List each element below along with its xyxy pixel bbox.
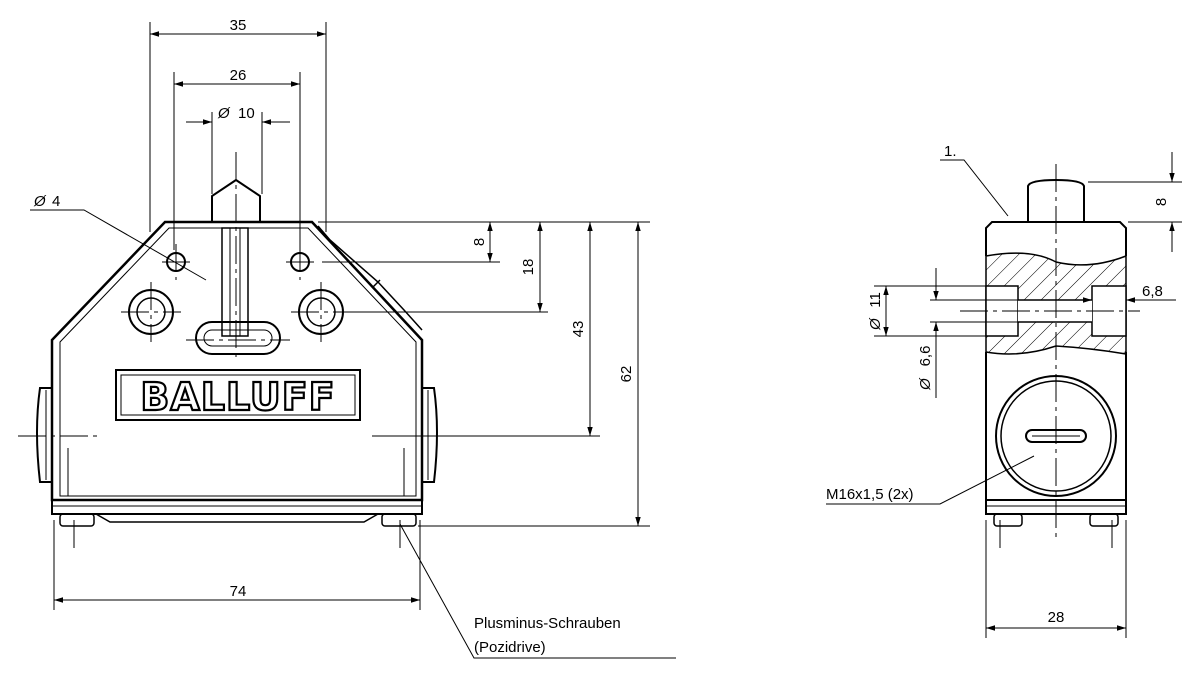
callout-1: 1. xyxy=(944,143,957,160)
balluff-logo: BALLUFF xyxy=(115,369,361,421)
side-dim-28: 28 xyxy=(1048,609,1065,626)
dim-dia10: 10 xyxy=(238,105,255,122)
housing-inner-outline xyxy=(59,227,417,497)
dim-18: 18 xyxy=(520,259,537,276)
dim-dia10-symbol: Ø xyxy=(217,105,231,122)
dim-74: 74 xyxy=(230,583,247,600)
side-dim-dia66-symbol: Ø xyxy=(917,377,934,391)
front-centerlines xyxy=(18,152,456,548)
dim-35: 35 xyxy=(230,17,247,34)
dim-62: 62 xyxy=(618,366,635,383)
callout-screws-line1: Plusminus-Schrauben xyxy=(474,615,621,632)
dim-dia4: 4 xyxy=(52,193,60,210)
side-bulge-right xyxy=(422,387,438,483)
side-dim-6-8: 6,8 xyxy=(1142,283,1163,300)
side-dim-dia66: 6,6 xyxy=(917,346,934,367)
side-dim-dia11: 11 xyxy=(867,292,884,308)
front-view xyxy=(36,178,438,527)
dim-43: 43 xyxy=(570,321,587,338)
side-centerlines xyxy=(960,164,1140,548)
thread-label: M16x1,5 (2x) xyxy=(826,486,914,503)
dim-26: 26 xyxy=(230,67,247,84)
side-dim-8: 8 xyxy=(1153,198,1170,206)
brand-logo-text: BALLUFF xyxy=(140,375,335,419)
side-dimension-texts: 1. 8 Ø 11 Ø 6,6 6,8 28 M16x1,5 (2x) xyxy=(826,143,1170,626)
front-dimensions xyxy=(30,22,676,659)
front-dimension-texts: 35 26 Ø 10 Ø 4 74 8 18 43 62 Plusminus-S… xyxy=(33,17,635,656)
dim-dia4-symbol: Ø xyxy=(33,193,47,210)
callout-screws-line2: (Pozidrive) xyxy=(474,639,546,656)
dim-8: 8 xyxy=(471,238,488,246)
side-bulge-left xyxy=(36,387,52,483)
base-plate xyxy=(51,499,423,515)
side-dimensions xyxy=(826,152,1182,638)
plunger-stem xyxy=(221,227,249,337)
side-dim-dia11-symbol: Ø xyxy=(867,317,884,331)
housing-outline xyxy=(50,220,424,502)
slot xyxy=(195,321,281,355)
